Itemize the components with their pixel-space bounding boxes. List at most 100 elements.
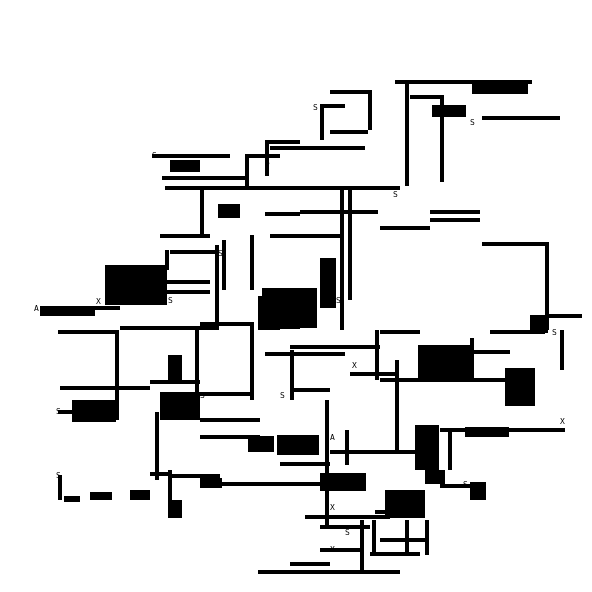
stair-marker: S	[552, 328, 557, 337]
trap-marker: X	[352, 361, 357, 370]
corridor	[410, 95, 440, 99]
corridor	[395, 360, 399, 450]
corridor	[160, 234, 210, 238]
corridor	[380, 330, 420, 334]
stair-marker: S	[345, 528, 350, 537]
corridor	[265, 352, 345, 356]
corridor	[220, 482, 320, 486]
corridor	[150, 472, 170, 476]
stair-marker: S	[463, 480, 468, 489]
stair-marker: S	[313, 103, 318, 112]
corridor	[245, 155, 249, 190]
corridor	[270, 234, 340, 238]
corridor	[195, 330, 199, 420]
room-block	[160, 392, 200, 420]
corridor	[170, 474, 220, 478]
corridor	[320, 104, 324, 140]
stair-marker: S	[280, 391, 285, 400]
corridor	[120, 326, 215, 330]
corridor	[145, 280, 210, 284]
corridor	[330, 130, 368, 134]
corridor	[348, 186, 352, 300]
corridor	[440, 95, 444, 182]
room-block	[40, 306, 95, 316]
room-block	[470, 482, 486, 500]
stair-marker: S	[200, 391, 205, 400]
corridor	[305, 515, 390, 519]
room-block	[320, 473, 366, 491]
corridor	[448, 430, 452, 470]
corridor	[170, 250, 215, 254]
corridor	[152, 154, 230, 158]
corridor	[150, 380, 200, 384]
corridor	[250, 235, 254, 290]
room-block	[218, 204, 240, 218]
corridor	[345, 430, 349, 465]
corridor	[430, 210, 480, 214]
corridor	[265, 140, 269, 176]
corridor	[560, 330, 564, 370]
corridor	[320, 104, 345, 108]
corridor	[380, 538, 425, 542]
corridor	[200, 392, 250, 396]
corridor	[340, 186, 344, 330]
corridor	[330, 450, 420, 454]
room-block	[170, 160, 200, 172]
stair-marker: S	[152, 151, 157, 160]
corridor	[405, 82, 409, 186]
corridor	[58, 330, 115, 334]
room-block	[425, 470, 445, 484]
stair-marker: S	[336, 296, 341, 305]
room-block	[505, 368, 535, 406]
corridor	[165, 250, 169, 270]
corridor	[222, 240, 226, 290]
corridor	[200, 322, 250, 326]
corridor	[370, 552, 420, 556]
trap-marker: X	[330, 545, 335, 554]
stair-marker: S	[265, 158, 270, 167]
corridor	[165, 186, 340, 190]
corridor	[162, 176, 245, 180]
corridor	[280, 462, 330, 466]
room-block	[64, 496, 80, 502]
corridor	[265, 140, 300, 144]
corridor	[168, 470, 172, 518]
corridor	[482, 116, 560, 120]
room-block	[105, 265, 167, 305]
room-layer	[40, 82, 548, 518]
room-block	[385, 490, 425, 518]
corridor	[440, 484, 480, 488]
room-block	[277, 435, 319, 455]
room-block	[258, 296, 280, 330]
room-block	[168, 355, 182, 380]
room-block	[90, 492, 112, 500]
corridor	[290, 562, 330, 566]
corridor	[425, 520, 429, 555]
corridor	[320, 525, 370, 529]
altar-marker: A	[34, 304, 39, 313]
corridor	[250, 322, 254, 400]
corridor	[245, 154, 280, 158]
corridor	[545, 242, 549, 330]
room-block	[530, 315, 548, 333]
room-block	[432, 105, 466, 117]
room-block	[248, 436, 274, 452]
corridor	[290, 345, 380, 349]
trap-marker: X	[330, 503, 335, 512]
corridor	[60, 386, 150, 390]
room-block	[200, 478, 222, 488]
corridor	[300, 210, 378, 214]
corridor	[375, 330, 379, 380]
corridor	[290, 388, 330, 392]
room-block	[320, 258, 336, 308]
corridor	[372, 520, 376, 552]
corridor	[545, 314, 582, 318]
corridor	[325, 400, 329, 525]
corridor	[200, 418, 260, 422]
corridor	[368, 90, 372, 130]
room-block	[170, 500, 182, 518]
corridor	[58, 475, 62, 500]
corridor	[258, 570, 400, 574]
stair-marker: S	[470, 118, 475, 127]
room-block	[465, 427, 509, 437]
